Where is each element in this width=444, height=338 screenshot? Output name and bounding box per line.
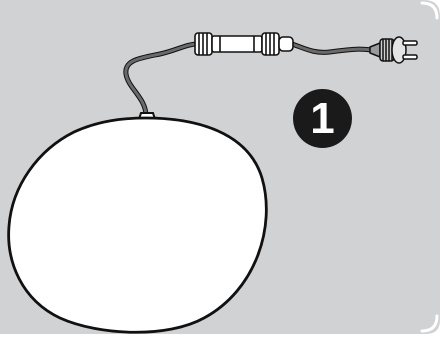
egg-shaped-lamp-icon bbox=[7, 116, 268, 334]
power-plug-icon bbox=[369, 36, 418, 64]
step-number: 1 bbox=[310, 93, 335, 143]
step-number-badge: 1 bbox=[293, 89, 352, 148]
panel-corner-top bbox=[420, 1, 439, 20]
inline-cable-connector-icon bbox=[194, 32, 294, 56]
panel-corner-bottom bbox=[420, 314, 439, 333]
power-cable-icon bbox=[123, 41, 375, 119]
